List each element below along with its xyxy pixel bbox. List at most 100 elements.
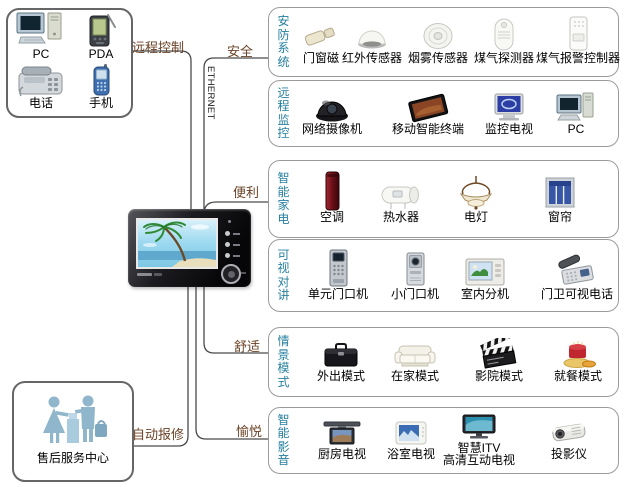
item-label: 影院模式 bbox=[474, 369, 524, 383]
item-label: 在家模式 bbox=[390, 369, 440, 383]
line-remote-control bbox=[129, 50, 192, 209]
item-dining-mode: 就餐模式 bbox=[554, 334, 602, 383]
item-label: 热水器 bbox=[382, 210, 419, 224]
unit-door-station-icon bbox=[308, 248, 368, 288]
device-mic-dot bbox=[228, 220, 231, 223]
item-gas-alarm-controller: 煤气报警控制器 bbox=[536, 16, 620, 65]
branch-label-convenience: 便利 bbox=[233, 185, 260, 200]
item-small-door-station: 小门口机 bbox=[391, 248, 439, 301]
item-label: 手机 bbox=[88, 96, 114, 110]
guard-video-phone-icon bbox=[541, 248, 613, 288]
bathroom-tv-icon bbox=[387, 414, 435, 448]
item-away-mode: 外出模式 bbox=[317, 334, 365, 383]
item-label: 移动智能终端 bbox=[391, 122, 465, 136]
item-label: 监控电视 bbox=[484, 122, 534, 136]
door-magnet-icon bbox=[301, 16, 341, 52]
item-pc-remote: PC bbox=[15, 12, 67, 61]
group-box-video-intercom: 可视对讲 单元门口机 bbox=[268, 239, 619, 312]
item-label: 门窗磁 bbox=[302, 51, 339, 65]
item-water-heater: 热水器 bbox=[379, 171, 423, 224]
item-label: 煤气探测器 bbox=[473, 51, 535, 65]
branch-label-safety: 安全 bbox=[227, 44, 254, 59]
water-heater-icon bbox=[379, 171, 423, 211]
item-label: 空调 bbox=[319, 210, 344, 224]
device-side-mark bbox=[241, 272, 246, 274]
curtain-icon bbox=[542, 171, 578, 211]
item-label: 投影仪 bbox=[550, 447, 587, 461]
item-kitchen-tv: 厨房电视 bbox=[318, 414, 366, 461]
branch-label-comfort: 舒适 bbox=[234, 339, 261, 354]
item-curtain: 窗帘 bbox=[542, 171, 578, 224]
item-guard-video-phone: 门卫可视电话 bbox=[541, 248, 613, 301]
group-box-smart-av: 智能影音 厨房电视 浴室电视 bbox=[268, 407, 619, 474]
item-pc-monitoring: PC bbox=[555, 89, 597, 136]
gas-alarm-controller-icon bbox=[536, 16, 620, 52]
indoor-intercom-device bbox=[128, 209, 251, 287]
item-itv: 智慧ITV 高清互动电视 bbox=[443, 414, 515, 466]
group-title-smart-appliances: 智能家电 bbox=[277, 171, 290, 226]
air-conditioner-icon bbox=[317, 171, 347, 211]
dining-icon bbox=[554, 334, 602, 370]
itv-icon bbox=[443, 414, 515, 442]
item-label: 电话 bbox=[28, 96, 53, 110]
auto-repair-label: 自动报修 bbox=[132, 427, 185, 442]
pir-sensor-icon bbox=[342, 16, 402, 52]
item-label: 电灯 bbox=[463, 210, 488, 224]
item-telephone: 电话 bbox=[16, 65, 66, 110]
telephone-icon bbox=[16, 65, 66, 97]
item-network-camera: 网络摄像机 bbox=[302, 89, 362, 136]
smoke-sensor-icon bbox=[408, 16, 468, 52]
service-center-box: 售后服务中心 bbox=[12, 381, 134, 482]
group-box-remote-monitoring: 远程监控 网络摄像机 移动智能终端 bbox=[268, 80, 619, 147]
group-box-scene-modes: 情景模式 外出模式 在家模式 bbox=[268, 327, 619, 397]
item-pda: PDA bbox=[82, 14, 120, 61]
device-button-3-label bbox=[233, 254, 240, 257]
item-unit-door-station: 单元门口机 bbox=[308, 248, 368, 301]
pc-icon bbox=[15, 12, 67, 48]
device-brand-mark bbox=[137, 273, 152, 276]
service-people-icon bbox=[43, 395, 107, 443]
group-title-smart-av: 智能影音 bbox=[277, 412, 290, 467]
item-label: 门卫可视电话 bbox=[540, 287, 614, 301]
item-cinema-mode: 影院模式 bbox=[475, 334, 523, 383]
device-main-button-center bbox=[227, 270, 235, 278]
item-label: 厨房电视 bbox=[317, 447, 367, 461]
item-projector: 投影仪 bbox=[548, 414, 590, 461]
item-indoor-monitor: 室内分机 bbox=[461, 248, 509, 301]
mobile-phone-icon bbox=[89, 64, 113, 97]
item-label: 红外传感器 bbox=[341, 51, 403, 65]
item-label: 单元门口机 bbox=[307, 287, 369, 301]
item-label: PC bbox=[32, 47, 50, 61]
item-label: PDA bbox=[88, 47, 114, 61]
sofa-icon bbox=[391, 334, 439, 370]
item-label: 网络摄像机 bbox=[301, 122, 363, 136]
briefcase-icon bbox=[317, 334, 365, 370]
item-mobile-terminal: 移动智能终端 bbox=[392, 89, 464, 136]
line-ethernet-trunk bbox=[203, 57, 268, 354]
device-button-2-label bbox=[233, 243, 240, 246]
gas-detector-icon bbox=[474, 16, 534, 52]
group-title-remote-monitoring: 远程监控 bbox=[277, 85, 290, 140]
monitor-tv-icon bbox=[485, 89, 533, 123]
light-icon bbox=[456, 171, 496, 211]
item-label: 浴室电视 bbox=[386, 447, 436, 461]
group-box-security-system: 安防系统 门窗磁 红外传感器 bbox=[268, 7, 620, 77]
item-label: 煤气报警控制器 bbox=[535, 51, 621, 65]
item-label: PC bbox=[567, 122, 585, 136]
item-label: 窗帘 bbox=[547, 210, 572, 224]
mobile-terminal-icon bbox=[392, 89, 464, 123]
item-smoke-sensor: 烟雾传感器 bbox=[408, 16, 468, 65]
service-center-label: 售后服务中心 bbox=[36, 451, 109, 465]
item-mobile-phone: 手机 bbox=[88, 64, 114, 110]
branch-label-pleasure: 愉悦 bbox=[236, 424, 263, 439]
group-box-smart-appliances: 智能家电 空调 热水器 bbox=[268, 160, 619, 238]
remote-terminals-box: PC PDA 电话 bbox=[6, 8, 133, 118]
indoor-monitor-icon bbox=[461, 248, 509, 288]
remote-control-label: 远程控制 bbox=[132, 40, 185, 55]
item-label: 室内分机 bbox=[460, 287, 510, 301]
item-label: 就餐模式 bbox=[553, 369, 603, 383]
device-button-1 bbox=[225, 231, 230, 236]
network-camera-icon bbox=[302, 89, 362, 123]
line-pleasure bbox=[195, 287, 268, 440]
